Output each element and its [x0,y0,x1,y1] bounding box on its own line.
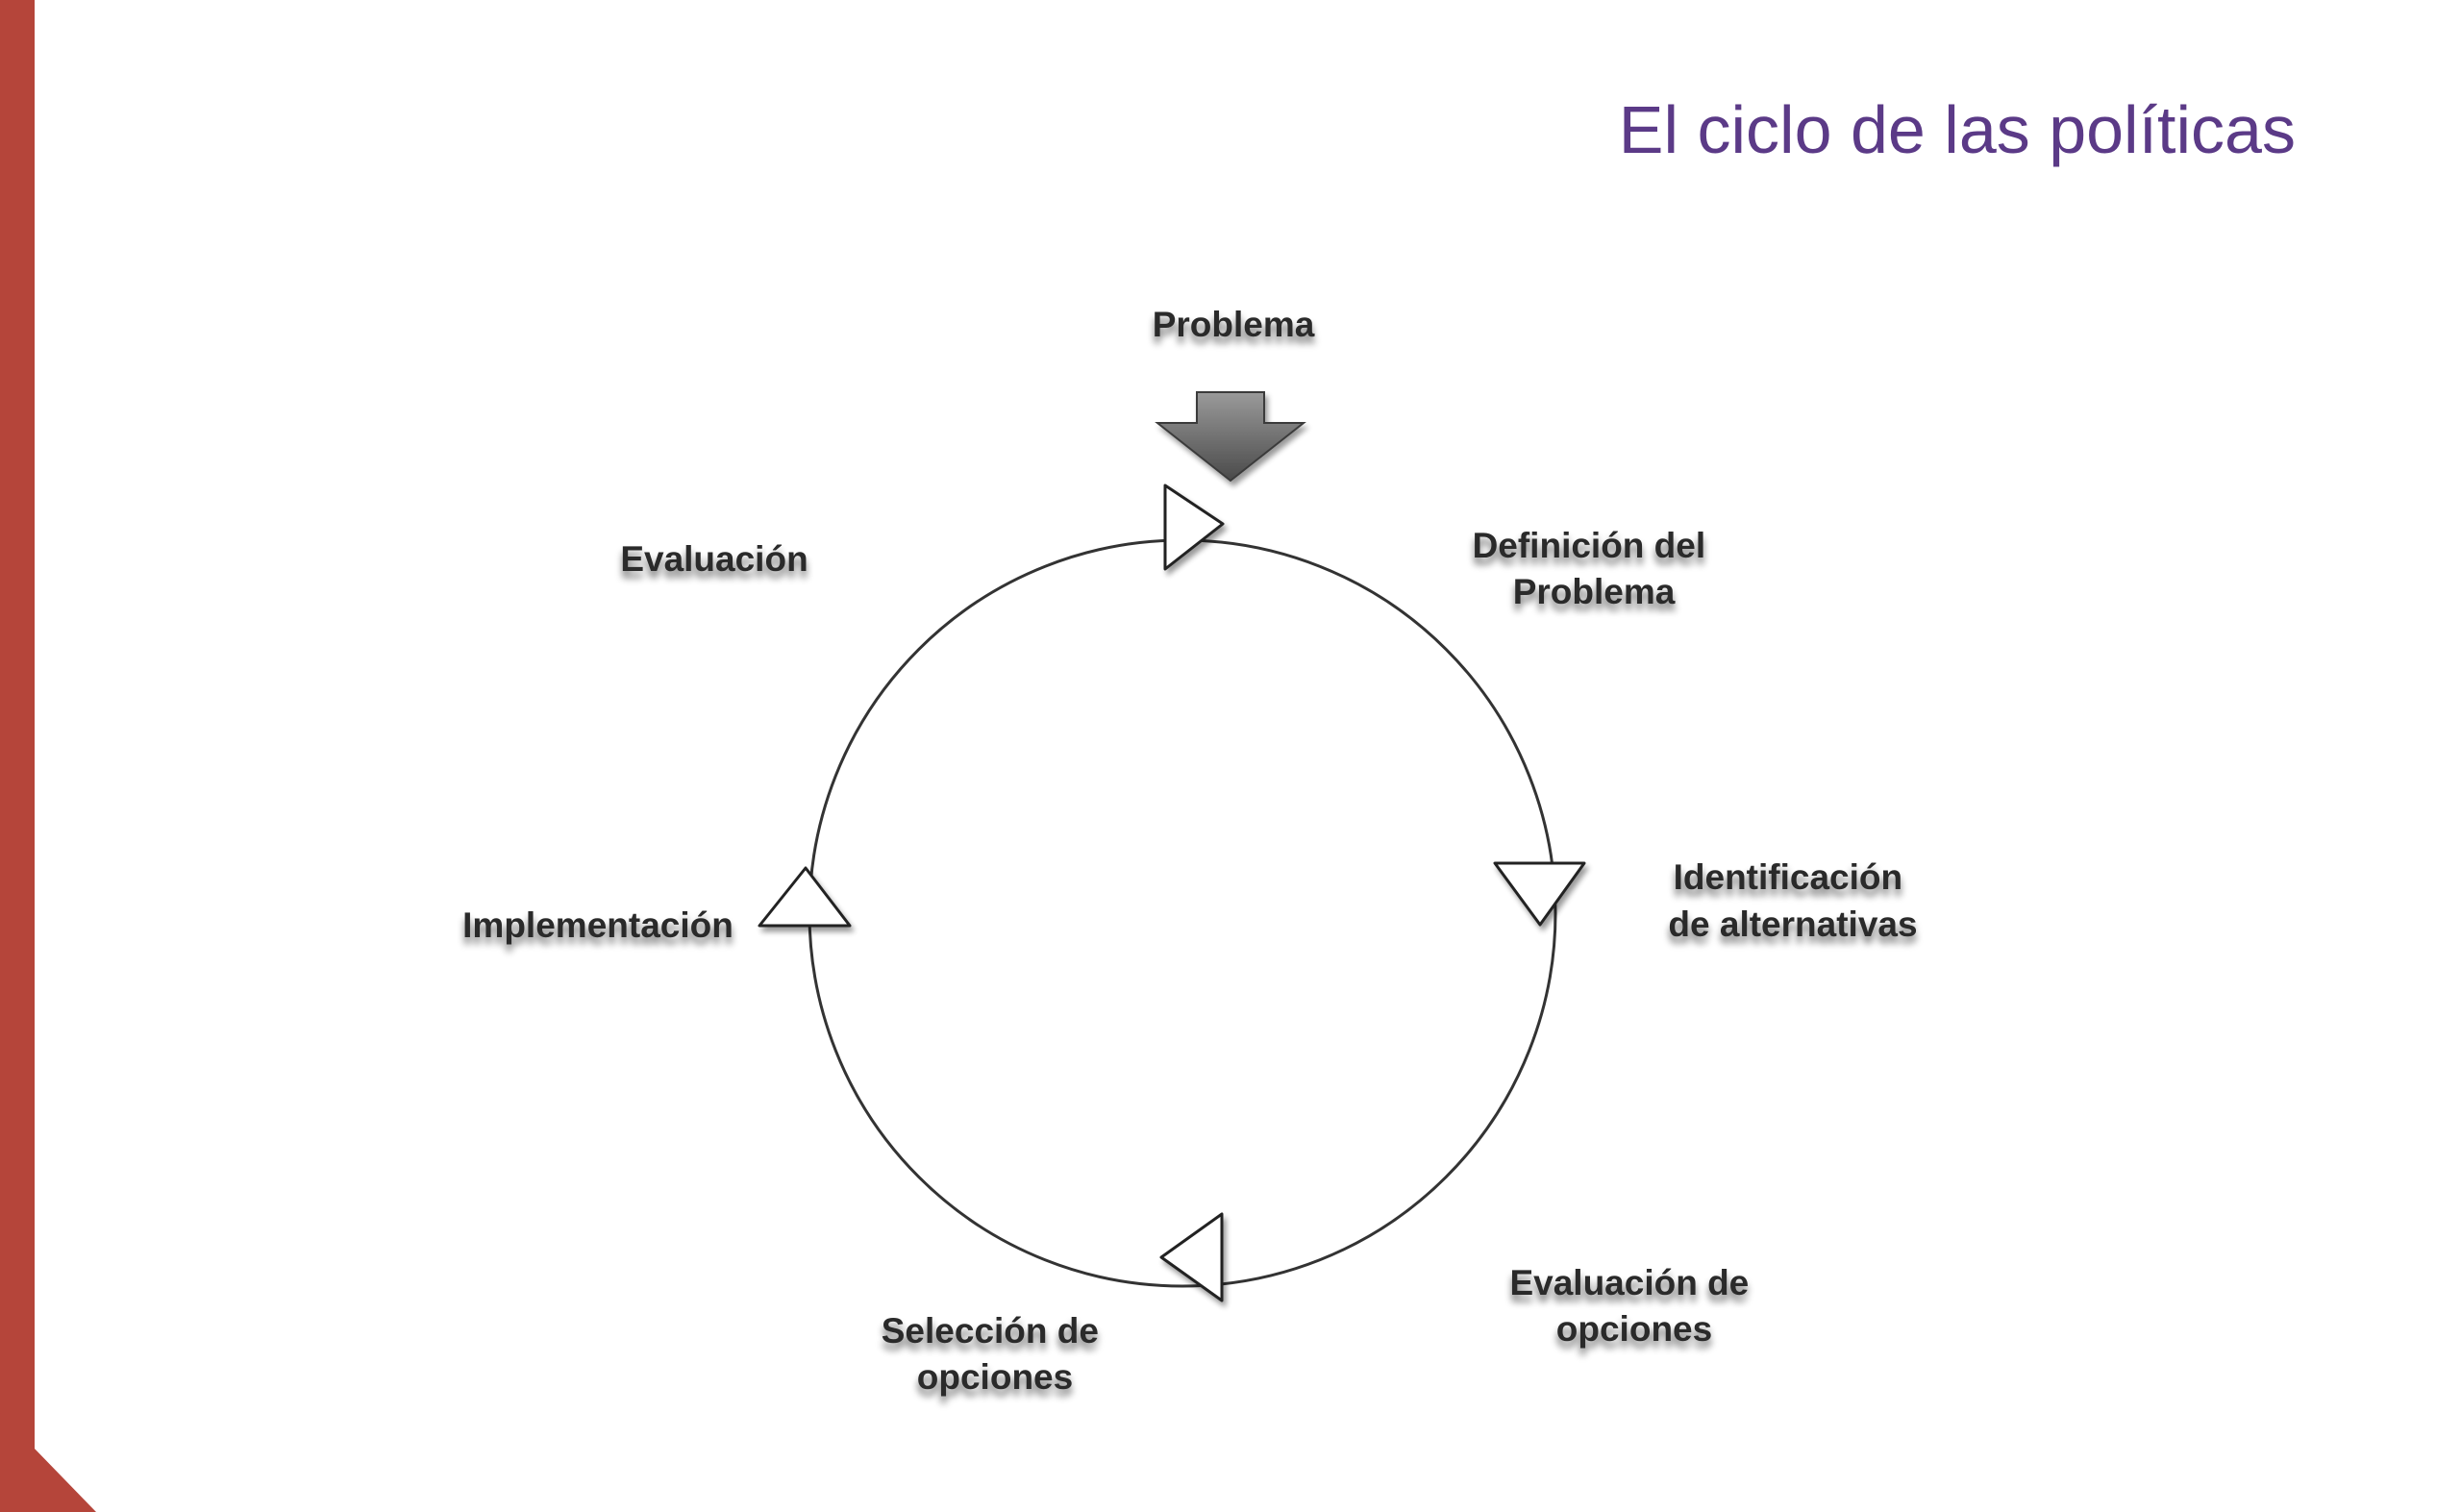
left-accent-bar-tip [0,1413,96,1512]
stage-label-definicion-del-problema: Definición del Problema [1473,526,1716,611]
stage-label-evaluacion: Evaluación [620,539,808,579]
triangle-arrow-icon [1163,483,1225,571]
triangle-arrow-icon [1159,1212,1224,1302]
stage-label-identificacion-de-alternativas: Identificación de alternativas [1668,857,1917,944]
triangle-arrow-icon [1493,861,1586,927]
stage-label-implementacion: Implementación [462,905,733,945]
slide-title: El ciclo de las políticas [1618,92,2296,167]
stage-label-evaluacion-de-opciones: Evaluación de opciones [1509,1263,1758,1349]
stage-label-seleccion-de-opciones: Selección de opciones [882,1311,1109,1397]
triangle-arrow-icon [758,866,852,928]
left-accent-bar [0,0,35,1512]
cycle-circle [808,538,1557,1288]
entry-label-problema: Problema [1153,305,1315,344]
down-arrow-icon [1155,391,1306,483]
